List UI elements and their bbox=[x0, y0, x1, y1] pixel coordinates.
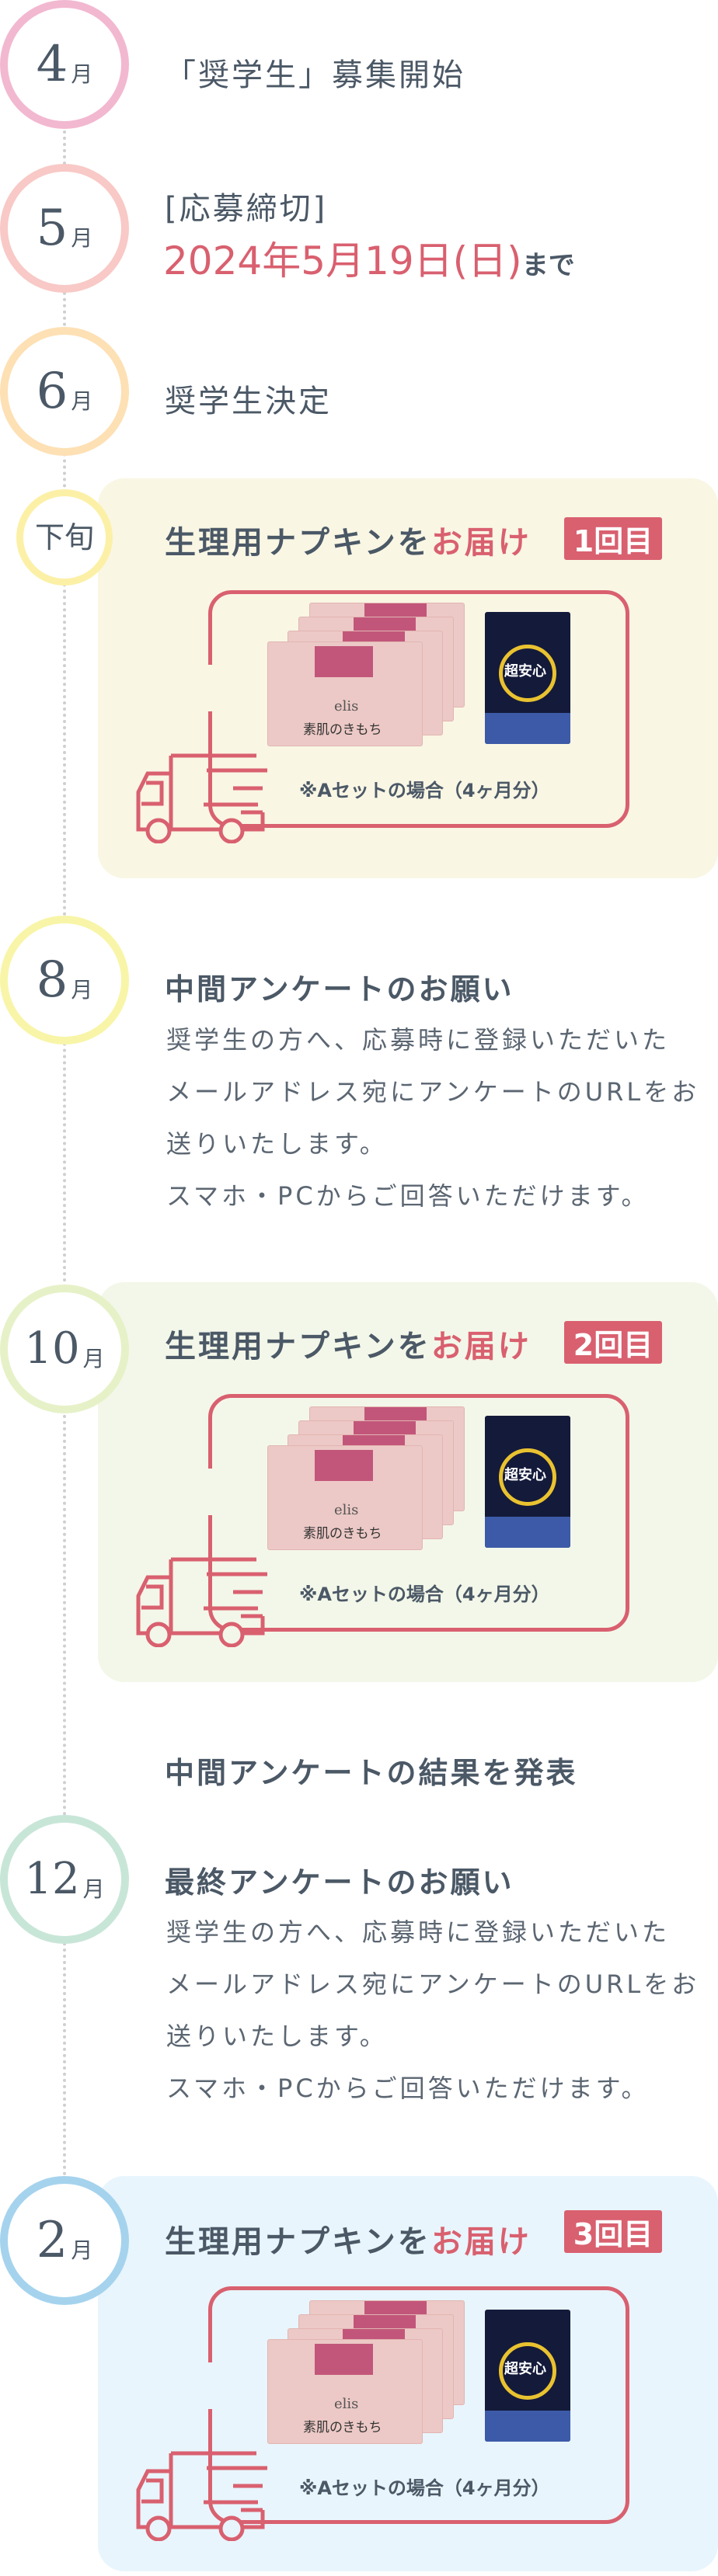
delivery-title: 生理用ナプキンをお届け bbox=[165, 2216, 532, 2261]
delivery-count-badge: 2回目 bbox=[564, 1321, 662, 1364]
period-label: 下旬 bbox=[34, 520, 94, 554]
month-unit: 月 bbox=[82, 1346, 105, 1371]
step-title-decision: 奨学生決定 bbox=[165, 384, 332, 419]
month-unit: 月 bbox=[71, 225, 93, 251]
product2-name: 超安心 bbox=[504, 1467, 546, 1483]
month-unit: 月 bbox=[71, 61, 93, 87]
month-number: 4 bbox=[36, 36, 68, 93]
truck-icon bbox=[136, 2451, 267, 2541]
product-night-pack: 超安心 bbox=[485, 2310, 570, 2442]
title-main: 生理用ナプキンを bbox=[165, 525, 431, 561]
deadline-date: 2024年5月19日(日) bbox=[163, 238, 522, 283]
product-brand: elis bbox=[334, 698, 359, 714]
product2-name: 超安心 bbox=[504, 663, 546, 680]
product-night-pack: 超安心 bbox=[485, 612, 570, 744]
product-pack-front: elis 素肌のきもち bbox=[267, 1445, 423, 1550]
month-number: 2 bbox=[36, 2212, 68, 2269]
step-body-mid-survey: 奨学生の方へ、応募時に登録いただいた メールアドレス宛にアンケートのURLをお … bbox=[166, 1014, 699, 1222]
deadline-date-line: 2024年5月19日(日)まで bbox=[163, 230, 575, 286]
month-number: 12 bbox=[24, 1854, 80, 1904]
timeline-line bbox=[63, 124, 66, 2190]
step-body-final-survey: 奨学生の方へ、応募時に登録いただいた メールアドレス宛にアンケートのURLをお … bbox=[166, 1907, 699, 2115]
product-night-pack: 超安心 bbox=[485, 1416, 570, 1548]
title-accent: お届け bbox=[430, 2224, 532, 2260]
product-pack-front: elis 素肌のきもち bbox=[267, 641, 423, 746]
product-pack-front: elis 素肌のきもち bbox=[267, 2339, 423, 2444]
product-brand: elis bbox=[334, 2396, 359, 2412]
delivery-title: 生理用ナプキンをお届け bbox=[165, 517, 532, 562]
body-line: スマホ・PCからご回答いただけます。 bbox=[166, 2074, 650, 2103]
month-unit: 月 bbox=[82, 1876, 105, 1902]
month-unit: 月 bbox=[71, 388, 93, 414]
product-brand: elis bbox=[334, 1502, 359, 1518]
body-line: 奨学生の方へ、応募時に登録いただいた bbox=[166, 1025, 671, 1055]
product2-name: 超安心 bbox=[504, 2361, 546, 2377]
title-main: 生理用ナプキンを bbox=[165, 2224, 431, 2260]
set-caption: ※Aセットの場合（4ヶ月分） bbox=[299, 2477, 550, 2499]
month-unit: 月 bbox=[71, 2237, 93, 2263]
month-number: 6 bbox=[36, 363, 68, 420]
step-title-recruitment: 「奨学生」募集開始 bbox=[165, 57, 465, 93]
title-accent: お届け bbox=[430, 525, 532, 561]
step-title-deadline: [応募締切] bbox=[165, 191, 328, 227]
step-title-results: 中間アンケートの結果を発表 bbox=[165, 1756, 578, 1790]
delivery-count-badge: 1回目 bbox=[564, 517, 662, 560]
month-number: 8 bbox=[36, 951, 68, 1009]
deadline-suffix: まで bbox=[521, 250, 575, 281]
body-line: メールアドレス宛にアンケートのURLをお bbox=[166, 1077, 700, 1107]
delivery-card-2: 生理用ナプキンをお届け 2回目 elis 素肌のきもち 超安心 ※Aセットの場合（… bbox=[98, 1282, 718, 1682]
body-line: 奨学生の方へ、応募時に登録いただいた bbox=[166, 1917, 671, 1947]
step-title-mid-survey: 中間アンケートのお願い bbox=[165, 972, 514, 1006]
set-caption: ※Aセットの場合（4ヶ月分） bbox=[299, 1583, 550, 1605]
product-name: 素肌のきもち bbox=[303, 2420, 382, 2435]
truck-icon bbox=[136, 753, 267, 843]
set-caption: ※Aセットの場合（4ヶ月分） bbox=[299, 780, 550, 801]
step-title-final-survey: 最終アンケートのお願い bbox=[165, 1865, 514, 1900]
title-accent: お届け bbox=[430, 1329, 532, 1364]
delivery-card-1: 生理用ナプキンをお届け 1回目 elis 素肌のきもち 超安心 ※Aセットの場合（… bbox=[98, 478, 718, 878]
month-unit: 月 bbox=[71, 977, 93, 1003]
period-circle-late: 下旬 bbox=[16, 489, 113, 586]
body-line: スマホ・PCからご回答いただけます。 bbox=[166, 1181, 650, 1211]
month-number: 10 bbox=[24, 1323, 80, 1374]
delivery-card-3: 生理用ナプキンをお届け 3回目 elis 素肌のきもち 超安心 ※Aセットの場合（… bbox=[98, 2176, 718, 2571]
product-name: 素肌のきもち bbox=[303, 1526, 382, 1542]
truck-icon bbox=[136, 1557, 267, 1647]
body-line: 送りいたします。 bbox=[166, 1129, 388, 1159]
month-number: 5 bbox=[36, 200, 68, 257]
product-name: 素肌のきもち bbox=[303, 722, 382, 738]
body-line: メールアドレス宛にアンケートのURLをお bbox=[166, 1969, 700, 1999]
delivery-count-badge: 3回目 bbox=[564, 2210, 662, 2253]
delivery-title: 生理用ナプキンをお届け bbox=[165, 1321, 532, 1366]
body-line: 送りいたします。 bbox=[166, 2022, 388, 2051]
title-main: 生理用ナプキンを bbox=[165, 1329, 431, 1364]
